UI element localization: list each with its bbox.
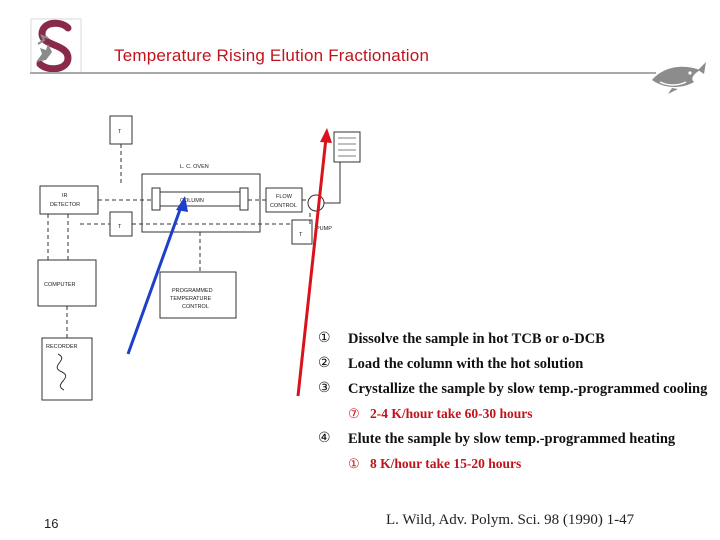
thermometer-label-right: T <box>299 232 303 238</box>
step-subitem: ⑦ 2-4 K/hour take 60-30 hours <box>318 405 718 430</box>
thermometer-box-right <box>291 219 313 245</box>
red-arrow <box>296 128 332 397</box>
slide-title: Temperature Rising Elution Fractionation <box>114 46 430 65</box>
procedure-steps: ① Dissolve the sample in hot TCB or o-DC… <box>318 330 718 480</box>
step-number: ① <box>318 331 331 346</box>
subitem-text: 2-4 K/hour take 60-30 hours <box>370 406 533 421</box>
tref-apparatus-diagram: T L. C. OVEN COLUMN IR DETECTOR FLOW CON… <box>37 115 361 401</box>
programmed-label: PROGRAMMED <box>172 288 213 294</box>
pump-label: PUMP <box>316 226 332 232</box>
recorder-label: RECORDER <box>46 344 78 350</box>
page-number: 16 <box>44 516 59 531</box>
step-item: ② Load the column with the hot solution <box>318 355 718 380</box>
subitem-text: 8 K/hour take 15-20 hours <box>370 456 522 471</box>
temperature-label: TEMPERATURE <box>170 296 211 302</box>
lc-oven-box <box>141 173 261 233</box>
step-subitem: ① 8 K/hour take 15-20 hours <box>318 455 718 480</box>
step-text: Dissolve the sample in hot TCB or o-DCB <box>348 331 605 347</box>
step-number: ④ <box>318 431 331 446</box>
subitem-number: ⑦ <box>348 406 360 421</box>
ir-label: IR <box>62 193 68 199</box>
fish-icon <box>652 62 706 94</box>
programmed-control-box <box>159 271 237 319</box>
university-logo-icon <box>30 18 82 74</box>
oven-label: L. C. OVEN <box>180 164 209 170</box>
step-item: ④ Elute the sample by slow temp.-program… <box>318 430 718 455</box>
solvent-reservoir <box>333 131 361 163</box>
step-text: Crystallize the sample by slow temp.-pro… <box>348 381 708 397</box>
computer-label: COMPUTER <box>44 282 76 288</box>
step-item: ① Dissolve the sample in hot TCB or o-DC… <box>318 330 718 355</box>
step-number: ② <box>318 356 331 371</box>
flow-label: FLOW <box>276 194 293 200</box>
citation: L. Wild, Adv. Polym. Sci. 98 (1990) 1-47 <box>386 512 635 528</box>
ir-detector-box <box>39 185 99 215</box>
thermometer-label-top: T <box>118 129 122 135</box>
thermometer-label-left: T <box>118 224 122 230</box>
column-label: COLUMN <box>180 198 204 204</box>
pump-symbol <box>307 194 325 212</box>
subitem-number: ① <box>348 456 360 471</box>
blue-arrow <box>126 196 188 355</box>
control-label: CONTROL <box>270 203 297 209</box>
step-text: Load the column with the hot solution <box>348 356 584 372</box>
detector-label: DETECTOR <box>50 202 80 208</box>
title-divider <box>30 72 656 74</box>
control-label-2: CONTROL <box>182 304 209 310</box>
step-number: ③ <box>318 381 331 396</box>
step-text: Elute the sample by slow temp.-programme… <box>348 431 676 447</box>
step-item: ③ Crystallize the sample by slow temp.-p… <box>318 380 718 405</box>
